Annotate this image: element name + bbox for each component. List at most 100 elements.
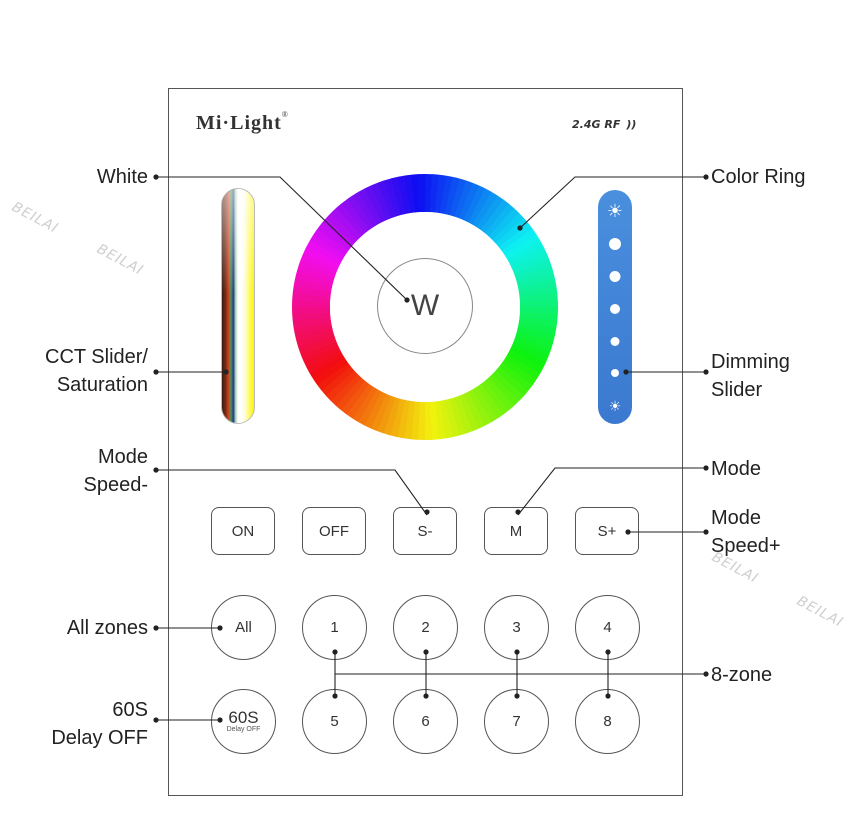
color-ring-segment: [370, 182, 392, 221]
mode-speed-minus-line1: Mode: [97, 446, 148, 468]
color-ring-segment: [293, 279, 333, 293]
eight-zone-callout: 8-zone: [711, 664, 773, 686]
mode-leader-line: [517, 467, 706, 516]
color-ring-segment: [418, 174, 426, 213]
color-ring-segment: [492, 212, 525, 244]
color-ring-segment: [330, 373, 362, 406]
delay-button-sublabel: Delay OFF: [226, 725, 261, 733]
off-button[interactable]: OFF: [302, 507, 366, 555]
rf-label: 2.4G RF )): [572, 118, 637, 131]
color-ring-segment: [501, 358, 537, 386]
delay-callout-line2: Delay OFF: [51, 727, 148, 749]
color-ring-segment: [511, 341, 550, 362]
zone-8-button[interactable]: 8: [575, 689, 640, 754]
color-ring-segment: [518, 316, 558, 329]
color-ring-segment: [472, 386, 498, 423]
color-ring-segment: [519, 300, 558, 308]
delay-callout: 60S Delay OFF: [51, 696, 148, 752]
color-ring-segment: [383, 178, 401, 217]
dimming-callout: Dimming Slider: [711, 348, 790, 404]
dimming-slider[interactable]: ☀ ☀: [598, 190, 632, 424]
dimming-level-dot: [611, 369, 619, 377]
color-ring-segment: [294, 326, 334, 342]
zone-6-button[interactable]: 6: [393, 689, 458, 754]
color-ring-segment: [513, 259, 552, 278]
color-ring-segment: [488, 374, 520, 407]
color-ring-segment: [325, 370, 358, 402]
brightness-low-icon: ☀: [608, 398, 622, 414]
dimming-callout-line1: Dimming: [711, 351, 790, 373]
color-ring-segment: [390, 398, 406, 438]
color-ring-segment: [454, 180, 473, 219]
dimming-level-dot: [609, 238, 621, 250]
mode-speed-plus-line1: Mode: [711, 507, 762, 529]
color-ring-segment: [292, 285, 332, 298]
color-ring-segment: [501, 228, 537, 256]
color-ring-segment: [292, 311, 331, 321]
color-ring-segment: [298, 336, 337, 355]
color-ring-segment: [454, 395, 473, 434]
color-ring-segment: [513, 336, 552, 355]
color-ring-segment: [326, 212, 359, 244]
all-zones-callout: All zones: [66, 617, 148, 639]
color-ring-segment: [515, 265, 554, 283]
color-ring-segment: [377, 395, 396, 434]
color-ring-segment: [346, 383, 374, 419]
color-ring-segment: [377, 180, 396, 219]
color-ring-segment: [484, 377, 514, 411]
color-ring-segment: [480, 380, 509, 415]
cct-callout-line2: Saturation: [56, 374, 148, 396]
color-ring-segment: [335, 377, 366, 411]
color-ring-segment: [480, 199, 509, 234]
color-ring-segment: [293, 321, 333, 335]
dimming-level-dot: [609, 271, 621, 282]
color-ring-segment: [509, 345, 547, 368]
white-button[interactable]: W: [377, 258, 473, 354]
color-ring-segment: [296, 331, 335, 349]
on-button[interactable]: ON: [211, 507, 275, 555]
white-leader-line: [156, 176, 408, 301]
color-ring-segment: [509, 246, 547, 269]
color-ring-segment: [504, 234, 541, 260]
color-ring-segment: [404, 174, 416, 214]
color-ring-segment: [517, 279, 557, 293]
color-ring-segment: [429, 401, 439, 440]
color-ring-segment: [300, 340, 339, 362]
color-ring-segment: [439, 175, 453, 215]
color-ring-segment: [309, 234, 346, 260]
zone-5-button[interactable]: 5: [302, 689, 367, 754]
delay-button-label: 60S: [228, 707, 259, 727]
color-ring-segment: [397, 399, 411, 439]
color-ring-callout: Color Ring: [711, 166, 806, 188]
color-ring-segment: [346, 195, 374, 231]
color-ring-segment: [439, 399, 453, 439]
mode-button[interactable]: M: [484, 507, 548, 555]
dimming-callout-line2: Slider: [711, 379, 763, 401]
color-ring-segment: [495, 218, 529, 248]
color-ring-segment: [364, 391, 387, 429]
color-ring-segment: [336, 203, 366, 237]
cct-saturation-slider[interactable]: [221, 188, 255, 424]
color-ring-segment: [352, 191, 378, 228]
color-ring-segment: [511, 252, 550, 274]
color-ring-segment: [298, 259, 337, 278]
zone-4-button[interactable]: 4: [575, 595, 640, 660]
color-ring-segment: [498, 223, 533, 252]
color-ring-segment: [403, 400, 416, 440]
color-ring-segment: [468, 188, 492, 225]
zone-2-button[interactable]: 2: [393, 595, 458, 660]
color-ring-segment: [463, 391, 486, 429]
dimming-level-dot: [610, 304, 620, 314]
wifi-signal-icon: )): [624, 118, 637, 131]
zone-3-button[interactable]: 3: [484, 595, 549, 660]
zone-1-button[interactable]: 1: [302, 595, 367, 660]
color-ring-segment: [383, 397, 401, 436]
color-ring-segment: [495, 366, 529, 397]
color-ring-segment: [317, 223, 352, 252]
color-ring-segment: [449, 397, 467, 436]
color-ring-segment: [321, 366, 355, 396]
color-ring-segment: [516, 272, 556, 288]
color-ring-segment: [358, 389, 382, 426]
speed-minus-button[interactable]: S-: [393, 507, 457, 555]
